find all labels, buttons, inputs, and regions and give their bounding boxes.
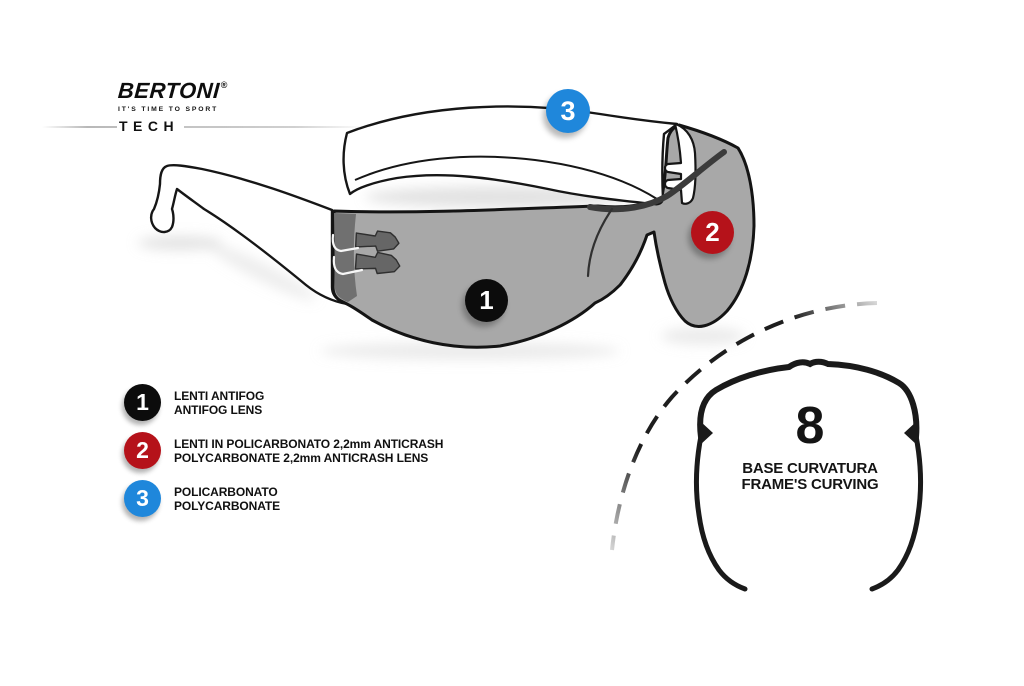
hinge-prong-upper [354, 230, 400, 252]
lens-fold-line [587, 149, 727, 213]
brand-name: BERTONI [117, 78, 221, 103]
legend-badge-3: 3 [124, 480, 161, 517]
brand-logo: BERTONI® IT'S TIME TO SPORT [117, 78, 228, 113]
far-temple-inner-line [354, 155, 658, 200]
hinge-highlight-upper [331, 233, 360, 253]
marker-2-polycarbonate-lens: 2 [691, 211, 734, 254]
legend-text-2: LENTI IN POLICARBONATO 2,2mm ANTICRASH P… [174, 437, 443, 465]
near-temple-arm [149, 164, 349, 306]
legend-item-antifog: 1 LENTI ANTIFOG ANTIFOG LENS [124, 384, 443, 421]
model-name: TECH [117, 119, 185, 133]
nose-contour-line [586, 207, 614, 278]
marker-3-polycarbonate-frame: 3 [546, 89, 590, 133]
legend-1-line-it: LENTI ANTIFOG [174, 388, 265, 403]
legend-2-line-en: POLYCARBONATE 2,2mm ANTICRASH LENS [174, 450, 429, 465]
curvature-labels: BASE CURVATURA FRAME'S CURVING [702, 461, 918, 493]
brand-tagline: IT'S TIME TO SPORT [118, 106, 219, 113]
marker-1-antifog-lens: 1 [465, 279, 508, 322]
legend-2-line-it: LENTI IN POLICARBONATO 2,2mm ANTICRASH [174, 436, 444, 451]
legend-badge-2: 2 [124, 432, 161, 469]
curvature-label-en: FRAME'S CURVING [741, 476, 879, 493]
legend: 1 LENTI ANTIFOG ANTIFOG LENS 2 LENTI IN … [124, 384, 443, 528]
curvature-info: 8 BASE CURVATURA FRAME'S CURVING [702, 400, 918, 493]
curvature-label-it: BASE CURVATURA [742, 460, 878, 477]
legend-text-3: POLICARBONATO POLYCARBONATE [174, 485, 280, 513]
registered-trademark-symbol: ® [220, 80, 228, 90]
frame-right-temple [869, 433, 923, 592]
frame-right-hinge-notch [904, 421, 917, 445]
frame-front-rim [697, 358, 920, 440]
legend-3-line-en: POLYCARBONATE [174, 498, 281, 513]
curvature-value: 8 [795, 397, 825, 455]
legend-1-line-en: ANTIFOG LENS [174, 402, 263, 417]
dashed-curve [610, 301, 878, 551]
hinge-highlight-lower [332, 255, 364, 276]
divider-line [42, 126, 366, 128]
frame-left-hinge-notch [700, 421, 713, 445]
hinge-prong-lower [354, 251, 401, 275]
hinge-plate [334, 213, 357, 302]
legend-text-1: LENTI ANTIFOG ANTIFOG LENS [174, 389, 264, 417]
legend-badge-1: 1 [124, 384, 161, 421]
legend-item-anticrash: 2 LENTI IN POLICARBONATO 2,2mm ANTICRASH… [124, 432, 443, 469]
frame-top-view [694, 358, 923, 592]
legend-3-line-it: POLICARBONATO [174, 484, 278, 499]
frame-left-temple [694, 433, 748, 592]
legend-item-polycarbonate: 3 POLICARBONATO POLYCARBONATE [124, 480, 443, 517]
